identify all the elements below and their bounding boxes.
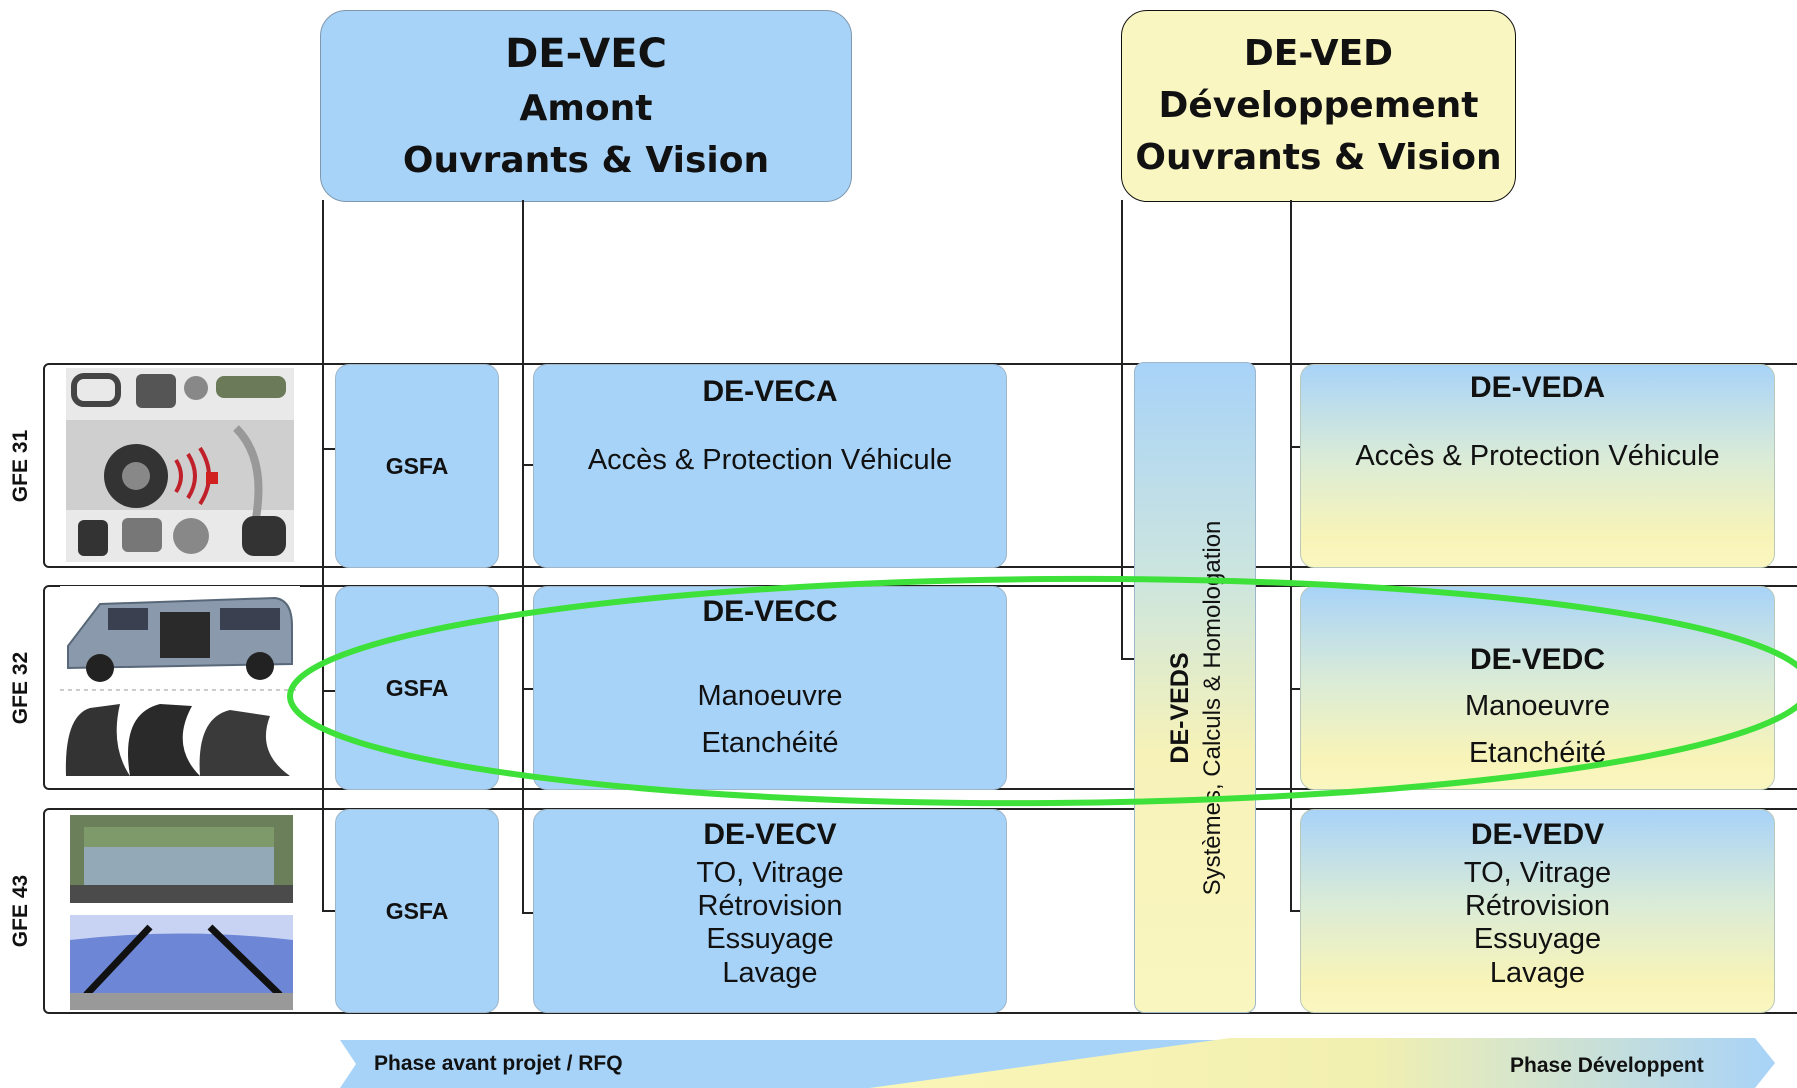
- team-line-de-vedc-2: Etanchéité: [1468, 736, 1607, 769]
- header-de-ved: DE-VED Développement Ouvrants & Vision: [1121, 10, 1516, 202]
- team-line-de-veca-1: Accès & Protection Véhicule: [587, 443, 953, 476]
- thumbnail-van-seals: [60, 586, 300, 786]
- lock-icon: [136, 374, 176, 408]
- team-line-de-vecv-1: TO, Vitrage: [696, 856, 844, 889]
- thumbnail-sunroof-wiper: [70, 815, 293, 1010]
- team-line-de-vedv-3: Essuyage: [1473, 923, 1602, 956]
- team-title-de-vecv: DE-VECV: [703, 818, 837, 851]
- phase-before-label: Phase avant projet / RFQ: [374, 1052, 623, 1075]
- team-line-de-vedv-4: Lavage: [1489, 956, 1586, 989]
- team-box-de-vedv: DE-VEDV TO, Vitrage Rétrovision Essuyage…: [1300, 809, 1775, 1013]
- phase-arrow-before: [340, 1040, 1230, 1088]
- gfe-label-31: GFE 31: [9, 429, 32, 502]
- door-handle-icon: [216, 376, 286, 398]
- header-de-vec: DE-VEC Amont Ouvrants & Vision: [320, 10, 852, 202]
- handle-icon: [71, 373, 121, 407]
- team-line-de-vecc-1: Manoeuvre: [697, 679, 843, 712]
- team-box-de-veca: DE-VECA Accès & Protection Véhicule: [533, 364, 1007, 568]
- phase-arrow-dev: [870, 1038, 1775, 1088]
- connector-vec-3: [522, 912, 533, 914]
- team-line-de-vecv-4: Lavage: [722, 956, 818, 989]
- team-box-de-vedc: DE-VEDC Manoeuvre Etanchéité: [1300, 586, 1775, 790]
- key-fob-icon: [78, 520, 108, 556]
- connector-ved-teams: [1290, 200, 1292, 912]
- header-de-ved-subtitle: Développement: [1158, 84, 1479, 126]
- phase-arrows: [340, 1038, 1775, 1088]
- key-card-icon: [242, 516, 286, 556]
- team-box-de-vecv: DE-VECV TO, Vitrage Rétrovision Essuyage…: [533, 809, 1007, 1013]
- connector-vec-gsfa: [322, 200, 324, 912]
- team-line-de-vecc-2: Etanchéité: [701, 726, 839, 759]
- connector-ved-3: [1290, 910, 1300, 912]
- team-title-de-vedc: DE-VEDC: [1469, 643, 1605, 676]
- de-veds-label: DE-VEDS Systèmes, Calculs & Homologation: [1164, 521, 1228, 896]
- de-veds-title: DE-VEDS: [1166, 652, 1195, 764]
- team-box-de-veda: DE-VEDA Accès & Protection Véhicule: [1300, 364, 1775, 568]
- team-box-de-vecc: DE-VECC Manoeuvre Etanchéité: [533, 586, 1007, 790]
- team-line-de-vedv-2: Rétrovision: [1464, 889, 1611, 922]
- wiper-right-icon: [207, 924, 283, 998]
- seal-profile-icon: [65, 704, 130, 776]
- team-title-de-veda: DE-VEDA: [1469, 371, 1605, 404]
- connector-gsfa-1: [322, 448, 335, 450]
- team-line-de-vedv-1: TO, Vitrage: [1463, 856, 1612, 889]
- header-de-ved-title: DE-VED: [1243, 32, 1394, 74]
- team-line-de-vecv-2: Rétrovision: [697, 889, 843, 922]
- gfe-label-43: GFE 43: [9, 874, 32, 948]
- team-line-de-veda-1: Accès & Protection Véhicule: [1355, 439, 1720, 472]
- team-title-de-veca: DE-VECA: [702, 375, 838, 408]
- header-de-vec-title: DE-VEC: [505, 30, 667, 77]
- gsfa-box-1: GSFA: [335, 364, 499, 568]
- gsfa-box-2: GSFA: [335, 586, 499, 790]
- wiper-left-icon: [83, 924, 153, 998]
- thumbnail-door-handles-keys: [66, 368, 294, 562]
- team-title-de-vedv: DE-VEDV: [1470, 818, 1605, 851]
- phase-dev-label: Phase Développent: [1510, 1054, 1704, 1077]
- gsfa-box-3: GSFA: [335, 809, 499, 1013]
- team-line-de-vedc-1: Manoeuvre: [1464, 689, 1611, 722]
- connector-vec-1: [522, 464, 533, 466]
- header-de-vec-subtitle: Amont: [519, 87, 653, 129]
- team-title-de-vecc: DE-VECC: [702, 595, 838, 628]
- connector-ved-veds: [1121, 200, 1123, 660]
- header-de-ved-scope: Ouvrants & Vision: [1135, 137, 1502, 179]
- connector-vec-teams: [522, 200, 524, 912]
- connector-gsfa-3: [322, 910, 335, 912]
- gfe-label-32: GFE 32: [9, 651, 32, 724]
- team-line-de-vecv-3: Essuyage: [706, 923, 834, 956]
- team-box-de-veds: DE-VEDS Systèmes, Calculs & Homologation: [1134, 362, 1256, 1013]
- header-de-vec-scope: Ouvrants & Vision: [402, 140, 770, 181]
- connector-ved-1: [1290, 446, 1300, 448]
- de-veds-subtitle: Systèmes, Calculs & Homologation: [1198, 520, 1226, 896]
